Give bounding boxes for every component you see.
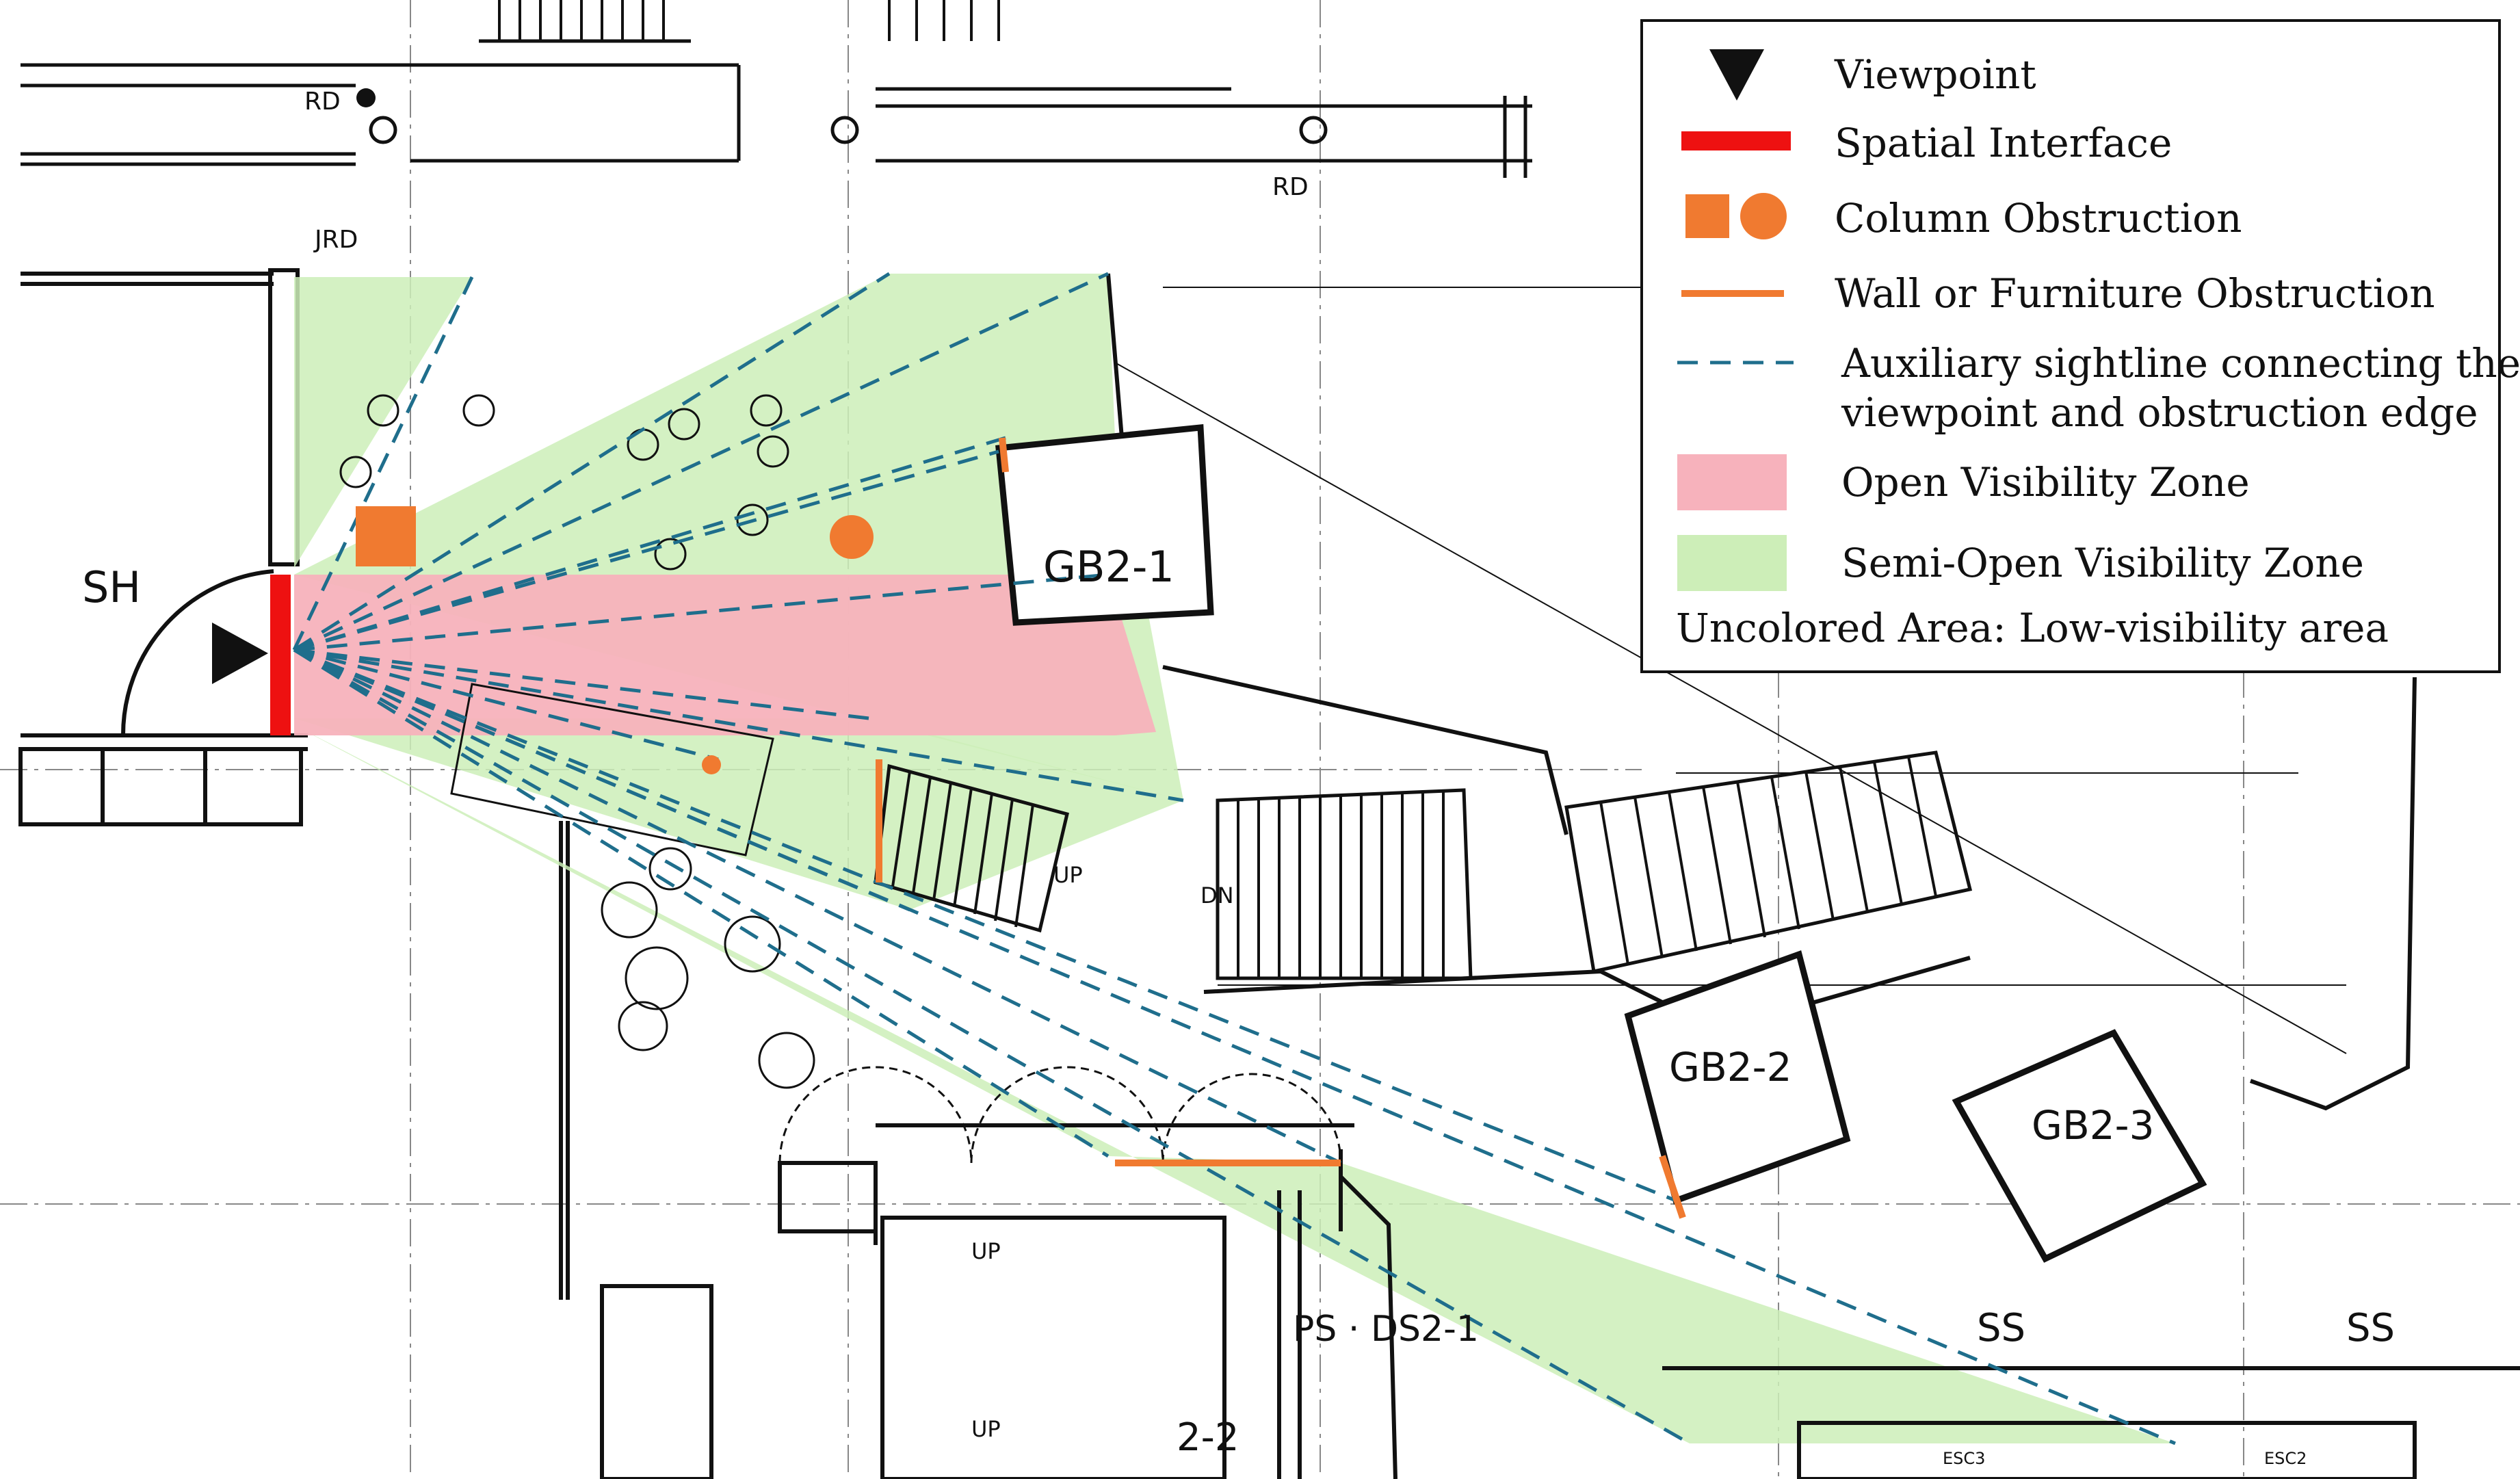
- legend-spatial-interface-label: Spatial Interface: [1835, 120, 2173, 166]
- legend-open-zone-swatch: [1677, 454, 1787, 510]
- viewpoint-icon: [212, 623, 268, 684]
- rooms: [995, 424, 2207, 1263]
- legend-sightline-swatch: [1677, 361, 1794, 365]
- label-esc2: ESC2: [2264, 1449, 2307, 1468]
- wall-obstructions: [876, 437, 1686, 1219]
- legend-spatial-interface-swatch: [1681, 131, 1791, 150]
- label-ps-ds: PS · DS2-1: [1293, 1309, 1479, 1350]
- rd-drain: [356, 88, 376, 107]
- label-rd-mid: RD: [1272, 173, 1309, 201]
- label-up-stair: UP: [1053, 862, 1083, 888]
- label-dn-stair: DN: [1200, 882, 1234, 908]
- legend-sightline-label2: viewpoint and obstruction edge: [1841, 389, 2478, 436]
- legend-wall-label: Wall or Furniture Obstruction: [1835, 270, 2435, 317]
- column-obstruction-square: [356, 506, 416, 566]
- legend-viewpoint-label: Viewpoint: [1835, 51, 2036, 98]
- label-ss1: SS: [1977, 1306, 2025, 1350]
- column-obstruction-small: [702, 755, 721, 774]
- top-columns: [369, 116, 1328, 144]
- legend-wall-swatch: [1681, 290, 1784, 297]
- sightlines: [292, 272, 2176, 1445]
- stair-treads: [891, 756, 1937, 978]
- label-jrd: JRD: [313, 226, 358, 254]
- door-swings: [778, 1066, 1342, 1164]
- column-obstruction-circle: [830, 515, 874, 559]
- bottom-walls: [600, 1161, 2520, 1479]
- label-esc3: ESC3: [1943, 1449, 1985, 1468]
- legend-sightline-label1: Auxiliary sightline connecting the: [1841, 340, 2520, 387]
- label-rd-top: RD: [304, 88, 341, 116]
- legend-column-label: Column Obstruction: [1835, 195, 2242, 241]
- label-up-left1: UP: [971, 1238, 1001, 1264]
- left-walls: [18, 268, 570, 1300]
- legend-semi-open-label: Semi-Open Visibility Zone: [1841, 540, 2364, 586]
- legend-column-circle: [1740, 193, 1787, 239]
- legend-uncolored-note: Uncolored Area: Low-visibility area: [1676, 605, 2389, 651]
- open-visibility-zone: [294, 575, 1156, 735]
- label-gb2-2: GB2-2: [1669, 1044, 1791, 1090]
- label-sh: SH: [82, 562, 141, 612]
- spatial-interface: [270, 575, 291, 735]
- legend: Viewpoint Spatial Interface Column Obstr…: [1640, 19, 2520, 673]
- top-walls: [21, 39, 1532, 178]
- legend-semi-open-swatch: [1677, 535, 1787, 591]
- label-up-left2: UP: [971, 1416, 1001, 1442]
- label-ss2: SS: [2346, 1306, 2395, 1350]
- top-hatch: [498, 0, 1000, 41]
- furniture: [339, 394, 815, 1089]
- legend-open-zone-label: Open Visibility Zone: [1841, 459, 2250, 506]
- legend-column-square: [1685, 194, 1729, 238]
- label-gb2-1: GB2-1: [1043, 542, 1174, 592]
- label-gb2-3: GB2-3: [2032, 1102, 2154, 1149]
- label-room-22: 2-2: [1177, 1415, 1239, 1460]
- legend-viewpoint-icon: [1709, 49, 1764, 101]
